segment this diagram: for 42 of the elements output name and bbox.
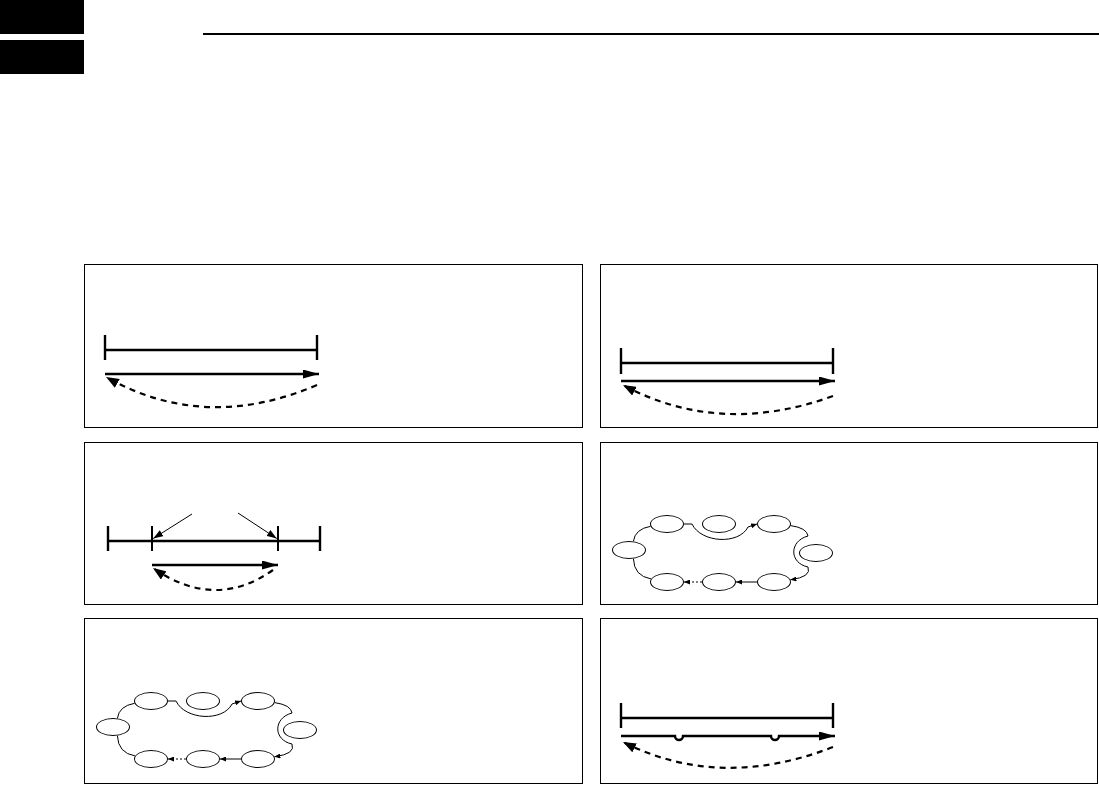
panel-frame: [84, 264, 583, 428]
section-tab: [0, 40, 84, 74]
connector-arrow: [167, 756, 187, 762]
connector-line: [632, 525, 652, 542]
section-tab: [0, 0, 84, 34]
panel-frame: [84, 618, 583, 784]
ellipse-node: [241, 692, 275, 710]
ellipse-node: [702, 573, 736, 591]
panel-frame: [600, 442, 1098, 605]
connector-arrow: [735, 579, 758, 585]
ellipse-node: [650, 515, 684, 533]
connector-arrow: [789, 525, 810, 582]
leader-arrow: [152, 513, 193, 539]
ellipse-node: [650, 573, 684, 591]
ellipse-node: [96, 718, 130, 736]
leader-arrow: [237, 512, 278, 539]
connector-line: [116, 702, 136, 719]
ellipse-node: [186, 692, 220, 710]
connector-arrow: [273, 702, 294, 759]
ellipse-node: [283, 721, 317, 739]
connector-arrow: [683, 579, 703, 585]
ellipse-node: [186, 750, 220, 768]
panel-frame: [600, 264, 1098, 428]
return-arrow: [152, 567, 274, 592]
connector-line: [116, 735, 136, 757]
ellipse-node: [702, 515, 736, 533]
connector-arrow: [219, 756, 242, 762]
ellipse-node: [241, 750, 275, 768]
panel-frame: [600, 618, 1098, 784]
connector-arrow: [683, 523, 758, 540]
ellipse-node: [134, 750, 168, 768]
tick-mark: [276, 526, 280, 551]
ellipse-node: [757, 573, 791, 591]
ellipse-node: [799, 544, 833, 562]
connector-arrow: [167, 700, 242, 717]
ellipse-node: [757, 515, 791, 533]
tick-mark: [150, 526, 154, 551]
ellipse-node: [134, 692, 168, 710]
ellipse-node: [612, 541, 646, 559]
direction-arrow: [152, 560, 278, 570]
connector-line: [632, 558, 652, 580]
panel-frame: [84, 442, 583, 605]
